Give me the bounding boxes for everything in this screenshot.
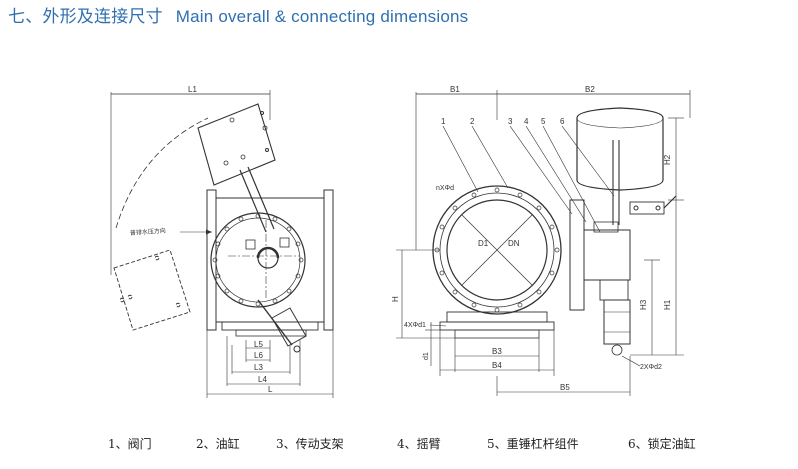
dim-B4: B4	[492, 361, 502, 370]
dim-B2: B2	[585, 85, 595, 94]
dim-L3: L3	[254, 363, 263, 372]
callout-3: 3	[508, 117, 513, 126]
right-view: B1 B2 1 2 3 4 5 6	[391, 85, 691, 396]
left-view: L1 普排水压方向	[110, 85, 334, 398]
dim-D1: D1	[478, 239, 489, 248]
legend-item-oil-cylinder: 2、油缸	[196, 437, 240, 451]
valve-body-front: D1 DN nXΦd	[432, 185, 562, 339]
left-bottom-dims	[206, 330, 334, 398]
direction-note: 普排水压方向	[130, 227, 166, 237]
callout-2: 2	[470, 117, 475, 126]
drive-assembly	[569, 140, 677, 356]
callout-6: 6	[560, 117, 565, 126]
legend-item-drive-bracket: 3、传动支架	[276, 437, 344, 451]
dim-2xd2: 2XΦd2	[640, 364, 662, 371]
bolt-ring	[212, 213, 304, 307]
callout-4: 4	[524, 117, 529, 126]
page-title: 七、外形及连接尺寸 Main overall & connecting dime…	[8, 2, 468, 27]
upper-weight-box	[197, 103, 276, 186]
callout-5: 5	[541, 117, 546, 126]
callout-1: 1	[441, 117, 446, 126]
dim-4xd1: 4XΦd1	[404, 322, 426, 329]
dim-L: L	[268, 385, 273, 394]
legend-item-valve: 1、阀门	[108, 437, 152, 451]
dim-H1: H1	[663, 299, 672, 310]
legend-item-lock-cylinder: 6、锁定油缸	[628, 437, 696, 451]
dim-B3: B3	[492, 347, 502, 356]
dim-L4: L4	[258, 375, 267, 384]
lower-weight-box-dashed	[113, 249, 191, 331]
dim-B5: B5	[560, 383, 570, 392]
dim-H: H	[391, 296, 400, 302]
dim-L5: L5	[254, 340, 263, 349]
dim-L1: L1	[188, 85, 197, 94]
dim-L6: L6	[254, 351, 263, 360]
dim-DN: DN	[508, 239, 520, 248]
title-chinese: 七、外形及连接尺寸	[8, 7, 163, 27]
dim-H2: H2	[663, 154, 672, 165]
weight-drum	[576, 107, 664, 191]
title-english: Main overall & connecting dimensions	[175, 7, 469, 26]
dim-H3: H3	[639, 299, 648, 310]
legend-item-weight-lever: 5、重锤杠杆组件	[487, 437, 579, 451]
valve-body-side	[206, 189, 334, 353]
parts-legend: 1、阀门 2、油缸 3、传动支架 4、摇臂 5、重锤杠杆组件 6、锁定油缸	[0, 435, 798, 459]
dim-nxd: nXΦd	[436, 185, 454, 192]
legend-item-rocker-arm: 4、摇臂	[397, 437, 441, 451]
dim-B1: B1	[450, 85, 460, 94]
dim-d1: d1	[423, 352, 430, 360]
